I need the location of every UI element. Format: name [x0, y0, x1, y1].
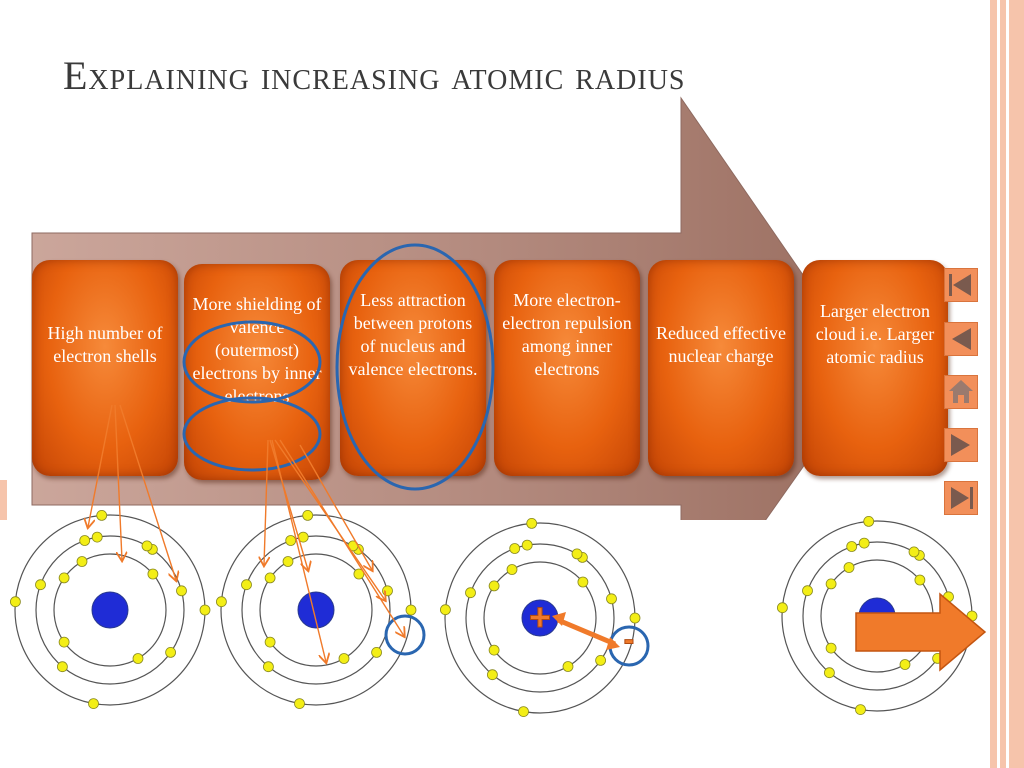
decor-stripe	[0, 480, 7, 520]
next-slide-icon	[951, 434, 970, 456]
electron	[58, 572, 70, 584]
previous-slide-icon	[952, 328, 971, 350]
electron	[96, 510, 108, 521]
electron	[518, 706, 529, 717]
electrons	[9, 510, 978, 717]
step-box: Less attraction between protons of nucle…	[340, 260, 486, 476]
electron	[465, 587, 476, 599]
electron	[486, 669, 498, 681]
electron	[506, 564, 518, 575]
highlight-ellipse	[335, 243, 495, 491]
atom-panel	[8, 520, 768, 718]
electron	[58, 636, 70, 648]
electron	[382, 585, 393, 597]
step-text: Less attraction between protons of nucle…	[348, 290, 478, 379]
electron	[777, 602, 788, 614]
slide-title: Explaining increasing atomic radius	[63, 53, 686, 98]
electron	[908, 546, 920, 558]
electron	[302, 510, 314, 521]
electron	[488, 580, 500, 592]
attraction-indicator: + -	[528, 597, 635, 658]
step-text: More electron-electron repulsion among i…	[502, 290, 632, 379]
electron	[132, 653, 144, 664]
electron	[353, 568, 365, 580]
electron	[914, 574, 926, 586]
electron	[79, 535, 91, 546]
highlight-ellipse	[182, 396, 322, 472]
electron	[863, 516, 875, 527]
last-slide-button[interactable]	[944, 481, 978, 515]
step-text: Larger electron cloud i.e. Larger atomic…	[815, 301, 935, 367]
electron	[241, 579, 252, 591]
nucleus	[91, 591, 129, 629]
electron	[199, 604, 211, 616]
electron	[488, 644, 500, 656]
electron	[35, 579, 46, 591]
electron	[147, 568, 159, 580]
electron	[846, 541, 858, 552]
last-slide-icon	[951, 487, 973, 509]
electron	[165, 647, 177, 658]
electron	[606, 593, 617, 605]
electron	[899, 659, 911, 670]
electron	[262, 661, 274, 673]
nucleus	[297, 591, 335, 629]
first-slide-icon	[949, 274, 971, 296]
highlight-ellipse	[182, 320, 322, 404]
step-box: Reduced effective nuclear charge	[648, 260, 794, 476]
electron	[855, 704, 866, 715]
decor-stripe	[990, 0, 997, 768]
electron	[264, 636, 276, 648]
previous-slide-button[interactable]	[944, 322, 978, 356]
plus-sign: +	[529, 597, 551, 639]
step-box: More electron-electron repulsion among i…	[494, 260, 640, 476]
minus-sign: -	[624, 621, 635, 657]
electron	[562, 661, 574, 672]
electron	[629, 612, 641, 624]
electron	[858, 537, 870, 549]
block-arrow-icon	[855, 592, 987, 672]
electron	[294, 698, 305, 709]
annotation-arrows	[88, 404, 404, 662]
electron	[802, 585, 813, 597]
electron	[57, 661, 68, 673]
next-slide-button[interactable]	[944, 428, 978, 462]
step-box: More shielding of valence (outermost) el…	[184, 264, 330, 480]
electron	[371, 647, 383, 658]
electron	[338, 653, 350, 664]
electron	[843, 562, 855, 573]
highlight-circle	[384, 614, 426, 656]
electron	[282, 556, 294, 567]
electron	[526, 518, 538, 529]
decor-stripe	[1009, 0, 1024, 768]
electron	[509, 543, 521, 554]
electron	[521, 539, 533, 551]
electron	[141, 540, 153, 552]
electron	[76, 556, 88, 567]
electron	[215, 596, 227, 608]
electron	[176, 585, 187, 597]
electron	[824, 667, 835, 679]
electron	[88, 698, 99, 709]
electron	[264, 572, 276, 584]
home-button[interactable]	[944, 375, 978, 409]
electron	[439, 604, 451, 616]
electron	[9, 596, 21, 608]
home-icon	[949, 380, 973, 403]
electron	[577, 576, 589, 588]
electron	[91, 531, 103, 543]
electron	[595, 655, 606, 666]
step-text: High number of electron shells	[47, 323, 163, 366]
electron	[825, 578, 837, 590]
first-slide-button[interactable]	[944, 268, 978, 302]
step-text: Reduced effective nuclear charge	[655, 323, 787, 366]
electron	[825, 642, 837, 654]
step-box: Larger electron cloud i.e. Larger atomic…	[802, 260, 948, 476]
electron	[405, 604, 417, 616]
electron	[571, 548, 583, 560]
decor-stripe	[1000, 0, 1006, 768]
electron	[285, 535, 297, 546]
